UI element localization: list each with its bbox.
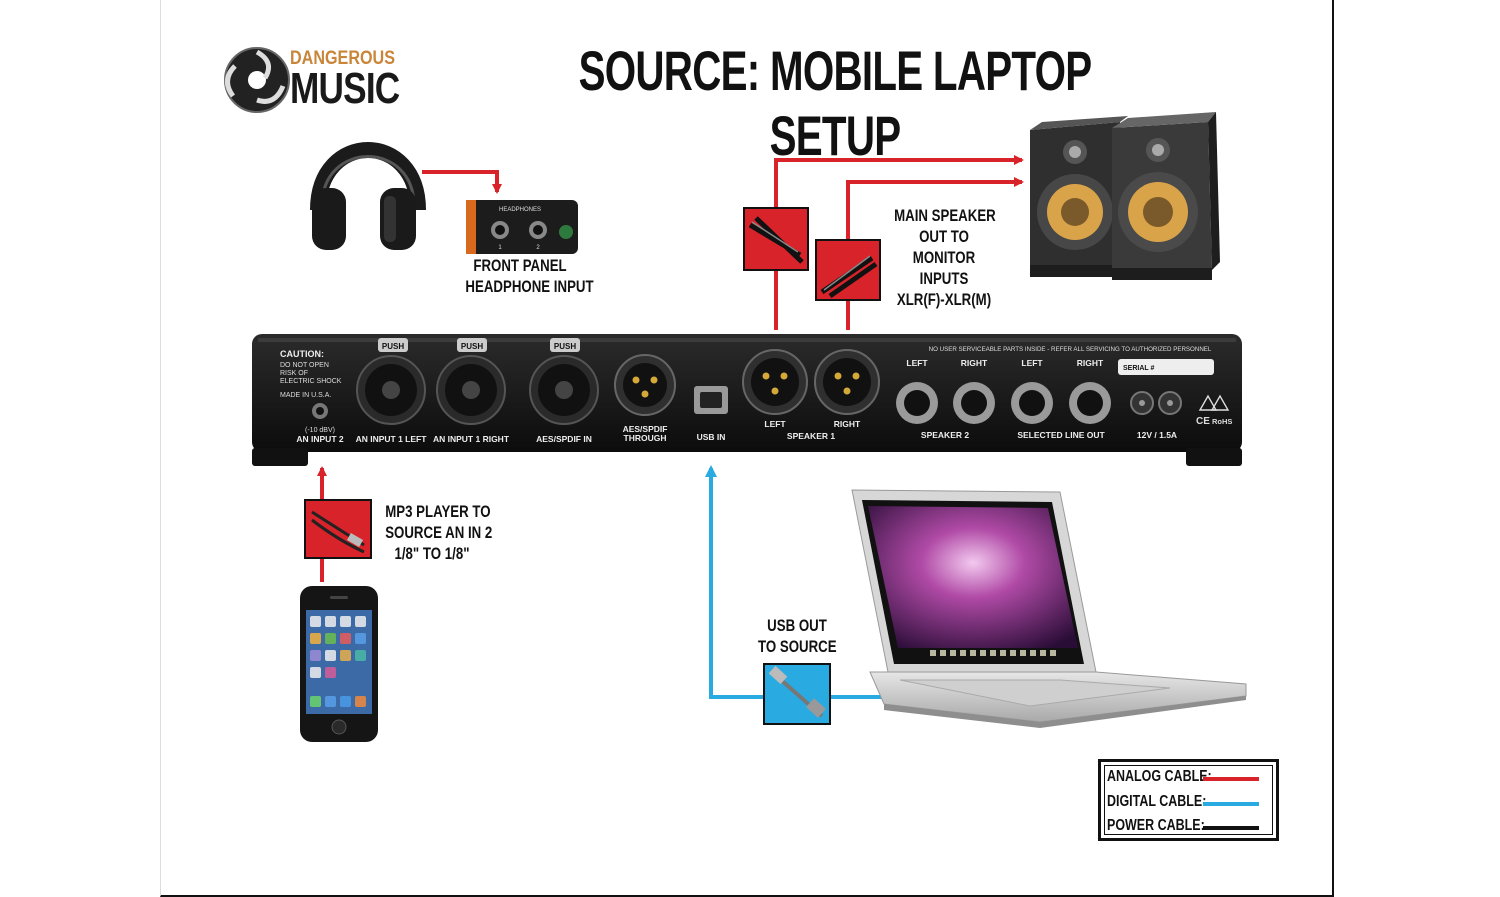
caution-line-1: DO NOT OPEN (280, 362, 329, 369)
usb-callout: USB OUT TO SOURCE (758, 615, 837, 657)
line-out-right-label: RIGHT (1077, 358, 1104, 368)
speaker-1-left-label: LEFT (764, 419, 786, 429)
headphones-jack-1-label: 1 (498, 245, 502, 251)
aes-spdif-in-label: AES/SPDIF IN (536, 434, 592, 444)
service-warning: NO USER SERVICEABLE PARTS INSIDE - REFER… (929, 346, 1212, 353)
mp3-callout: MP3 PLAYER TO SOURCE AN IN 2 1/8" TO 1/8… (385, 501, 493, 564)
legend-row-digital: DIGITAL CABLE: (1107, 793, 1272, 815)
speaker-1-right-label: RIGHT (834, 419, 861, 429)
headphone-cable (422, 170, 502, 194)
usb-cable-icon (763, 663, 831, 725)
headphone-callout-line: HEADPHONE INPUT (465, 277, 594, 296)
legend-label-analog: ANALOG CABLE: (1107, 768, 1212, 785)
line-out-left-label: LEFT (1021, 358, 1043, 368)
headphones-image (310, 142, 426, 250)
legend-label-power: POWER CABLE: (1107, 817, 1205, 834)
speaker-1-right-xlr (814, 349, 880, 415)
rear-panel-image: CAUTION: DO NOT OPEN RISK OF ELECTRIC SH… (252, 334, 1242, 466)
headphone-callout: FRONT PANEL HEADPHONE INPUT (465, 255, 594, 297)
selected-line-out-label: SELECTED LINE OUT (1017, 430, 1105, 440)
legend-swatch-digital (1203, 802, 1259, 806)
an-input-1-right-label: AN INPUT 1 RIGHT (433, 434, 510, 444)
xlr-cable-icon-right (815, 239, 881, 301)
cable-legend: ANALOG CABLE: DIGITAL CABLE: POWER CABLE… (1098, 759, 1279, 841)
svg-text:PUSH: PUSH (461, 342, 483, 351)
speaker-1-label: SPEAKER 1 (787, 431, 835, 441)
headphones-panel-title: HEADPHONES (499, 207, 541, 213)
aes-through-label-1: AES/SPDIF (623, 424, 668, 434)
speaker-callout-line: INPUTS (919, 269, 969, 288)
usb-callout-line: USB OUT (767, 616, 827, 635)
svg-text:PUSH: PUSH (554, 342, 576, 351)
front-panel-headphone-image: HEADPHONES 1 2 (466, 200, 578, 254)
aes-spdif-in-jack: PUSH (529, 338, 599, 425)
brand-line-1: DANGEROUS (290, 48, 395, 69)
legend-inner-border (1104, 765, 1273, 835)
power-label: 12V / 1.5A (1137, 430, 1177, 440)
level-label: (-10 dBV) (305, 427, 335, 434)
page-title: SOURCE: MOBILE LAPTOP SETUP (578, 39, 1093, 167)
speaker-left-cable (774, 155, 1024, 330)
headphones-jack-2-label: 2 (536, 245, 540, 251)
speaker-callout-line: MONITOR (912, 248, 976, 267)
usb-in-label: USB IN (697, 432, 726, 442)
aes-through-label-2: THROUGH (624, 433, 667, 443)
rohs-mark: RoHS (1212, 417, 1232, 426)
studio-monitors-image (1030, 112, 1220, 280)
brand-line-2: MUSIC (290, 64, 400, 113)
an-input-1-right-jack: PUSH (436, 338, 506, 425)
usb-b-port (694, 386, 728, 414)
ce-mark: CE (1196, 416, 1210, 427)
speaker-callout-line: MAIN SPEAKER (894, 206, 996, 225)
legend-label-digital: DIGITAL CABLE: (1107, 793, 1207, 810)
speaker-1-left-xlr (742, 349, 808, 415)
caution-line-3: ELECTRIC SHOCK (280, 378, 342, 385)
mp3-cable-icon (304, 499, 372, 559)
headphone-callout-line: FRONT PANEL (473, 256, 567, 275)
mp3-player-image (300, 586, 378, 742)
mp3-callout-line: MP3 PLAYER TO (385, 502, 491, 521)
legend-swatch-power (1203, 826, 1259, 830)
warning-triangle-icon (1210, 394, 1230, 411)
caution-label: CAUTION: (280, 349, 324, 359)
serial-label: SERIAL # (1123, 365, 1154, 372)
aes-through-xlr (614, 354, 676, 416)
mp3-callout-line: 1/8" TO 1/8" (394, 544, 470, 563)
speaker-2-left-label: LEFT (906, 358, 928, 368)
speaker-callout-line: XLR(F)-XLR(M) (896, 290, 992, 309)
an-input-2-label: AN INPUT 2 (296, 434, 344, 444)
speaker-callout: MAIN SPEAKER OUT TO MONITOR INPUTS XLR(F… (894, 205, 996, 310)
legend-row-analog: ANALOG CABLE: (1107, 768, 1272, 790)
mp3-callout-line: SOURCE AN IN 2 (385, 523, 493, 542)
caution-line-2: RISK OF (280, 370, 308, 377)
warning-triangle-icon (1198, 394, 1218, 411)
legend-row-power: POWER CABLE: (1107, 817, 1272, 839)
speaker-callout-line: OUT TO (919, 227, 969, 246)
legend-swatch-analog (1203, 777, 1259, 781)
usb-callout-line: TO SOURCE (758, 637, 837, 656)
speaker-2-label: SPEAKER 2 (921, 430, 969, 440)
made-in-label: MADE IN U.S.A. (280, 392, 331, 399)
an-input-1-left-label: AN INPUT 1 LEFT (356, 434, 428, 444)
speaker-left (1030, 116, 1128, 277)
speaker-2-right-label: RIGHT (961, 358, 988, 368)
svg-text:PUSH: PUSH (382, 342, 404, 351)
dangerous-music-logo (224, 47, 290, 113)
speaker-right (1112, 112, 1220, 280)
an-input-1-left-jack: PUSH (356, 338, 426, 425)
xlr-cable-icon-left (743, 207, 809, 271)
laptop-image (851, 489, 1247, 728)
